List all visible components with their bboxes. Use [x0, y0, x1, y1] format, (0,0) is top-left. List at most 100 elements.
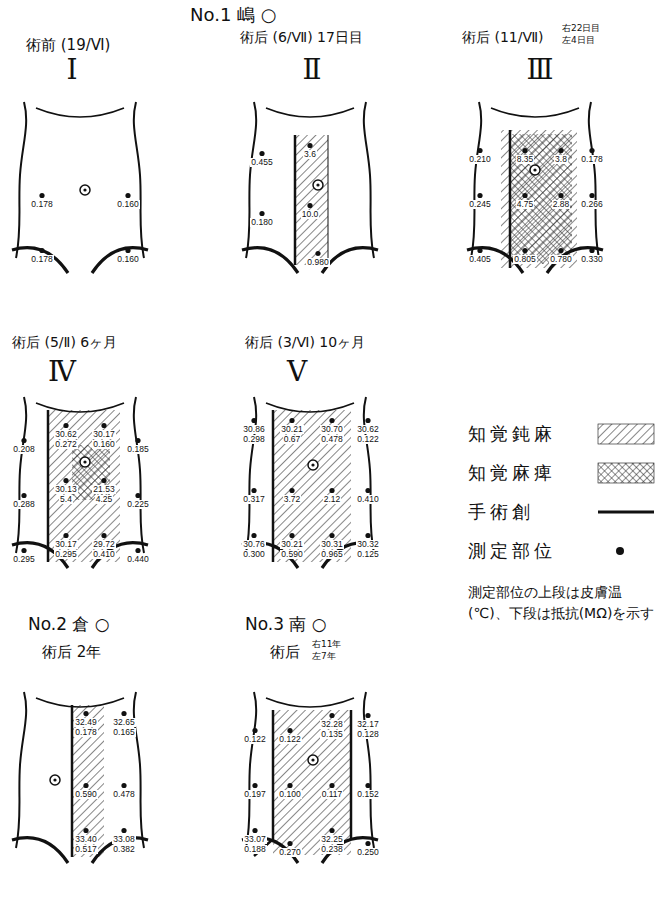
panel-title: 術后 2年	[42, 645, 101, 660]
measurement-value: 0.980	[306, 258, 329, 267]
measurement-value: 0.188	[243, 845, 266, 854]
measurement-value: 30.32	[356, 540, 379, 549]
panel-title: 右11年	[312, 640, 341, 649]
measurement-value: 4.25	[95, 495, 114, 504]
measurement-dot	[63, 533, 68, 538]
measurement-dot	[21, 493, 26, 498]
measurement-dot	[287, 841, 292, 846]
measurement-value: 0.128	[356, 730, 379, 739]
measurement-dots	[21, 143, 594, 846]
measurement-value: 32.28	[320, 720, 343, 729]
measurement-dot	[63, 478, 68, 483]
measurement-value: 33.07	[243, 835, 266, 844]
measurement-dot	[259, 151, 264, 156]
measurement-value: 0.238	[320, 845, 343, 854]
panel-number: Ⅱ	[302, 56, 321, 84]
measurement-dot	[121, 783, 126, 788]
hatch-sample	[598, 424, 654, 444]
measurement-value: 32.25	[320, 835, 343, 844]
measurement-value: 30.31	[320, 540, 343, 549]
measurement-value: 0.298	[242, 435, 265, 444]
measurement-value: 0.152	[356, 790, 379, 799]
measurement-value: 0.185	[126, 445, 149, 454]
measurement-value: 0.590	[280, 550, 303, 559]
measurement-value: 0.165	[112, 728, 135, 737]
measurement-dot	[365, 418, 370, 423]
measurement-dot	[365, 783, 370, 788]
measurement-dot	[135, 548, 140, 553]
measurement-value: 0.300	[242, 550, 265, 559]
panel-number: Ⅰ	[66, 56, 77, 84]
measurement-dot	[477, 248, 482, 253]
panel-number: Ⅲ	[526, 56, 553, 84]
measurement-value: 0.178	[30, 255, 53, 264]
legend-text: 知覚麻痺	[468, 464, 556, 482]
measurement-value: 30.13	[54, 485, 77, 494]
measurement-value: 30.62	[54, 430, 77, 439]
measurement-dot	[477, 148, 482, 153]
legend-text: 知覚鈍麻	[468, 425, 556, 443]
measurement-dot	[135, 438, 140, 443]
measurement-value: 0.965	[320, 550, 343, 559]
measurement-value: 0.250	[356, 848, 379, 857]
measurement-dot	[289, 533, 294, 538]
measurement-dot	[522, 193, 527, 198]
measurement-value: 30.21	[280, 540, 303, 549]
measurement-value: 0.455	[250, 158, 273, 167]
measurement-dot	[589, 193, 594, 198]
panel-title: 左7年	[312, 652, 336, 661]
measurement-dot	[365, 713, 370, 718]
torso-figure	[242, 692, 378, 863]
measurement-value: 0.295	[54, 550, 77, 559]
measurement-dot	[315, 251, 320, 256]
measurement-value: 30.76	[242, 540, 265, 549]
measurement-dot	[589, 148, 594, 153]
measurement-dot	[125, 248, 130, 253]
measurement-dot	[101, 478, 106, 483]
measurement-dot	[365, 841, 370, 846]
measurement-value: 32.49	[74, 718, 97, 727]
measurement-dot	[252, 828, 257, 833]
measurement-dot	[21, 438, 26, 443]
measurement-dot	[307, 203, 312, 208]
measurement-value: 0.117	[321, 790, 344, 799]
measurement-dot	[251, 533, 256, 538]
measurement-value: 0.410	[356, 495, 379, 504]
measurement-dot	[251, 488, 256, 493]
measurement-value: 0.517	[74, 845, 97, 854]
measurement-dot	[558, 193, 563, 198]
measurement-dot	[477, 193, 482, 198]
measurement-value: 0.405	[468, 255, 491, 264]
measurement-value: 30.62	[356, 425, 379, 434]
measurement-value: 0.122	[278, 735, 301, 744]
panel-title: 術后	[270, 645, 300, 660]
measurement-value: 0.122	[243, 735, 266, 744]
measurement-value: 0.208	[12, 445, 35, 454]
measurement-dot	[329, 418, 334, 423]
measurement-value: 2.12	[323, 495, 342, 504]
measurement-value: 0.160	[92, 440, 115, 449]
measurement-value: 0.245	[468, 200, 491, 209]
measurement-dot	[589, 248, 594, 253]
measurement-value: 0.135	[320, 730, 343, 739]
measurement-value: 0.100	[278, 790, 301, 799]
torso-figure	[12, 692, 148, 863]
torso-figure	[242, 102, 378, 273]
measurement-dot	[39, 193, 44, 198]
measurement-dot	[287, 783, 292, 788]
panel-title: 左4日目	[562, 36, 595, 45]
measurement-dot	[558, 248, 563, 253]
measurement-dot	[289, 418, 294, 423]
measurement-value: 0.780	[549, 255, 572, 264]
patient-title: No.2 倉 ○	[28, 616, 110, 633]
measurement-value: 3.8	[554, 155, 568, 164]
measurement-value: 0.125	[356, 550, 379, 559]
measurement-value: 8.35	[516, 155, 535, 164]
panel-number: Ⅴ	[287, 358, 307, 386]
measurement-value: 30.70	[320, 425, 343, 434]
measurement-dot	[83, 783, 88, 788]
panel-title: 術后 (5/Ⅱ) 6ヶ月	[12, 335, 117, 349]
measurement-value: 0.122	[356, 435, 379, 444]
measurement-value: 0.288	[12, 500, 35, 509]
